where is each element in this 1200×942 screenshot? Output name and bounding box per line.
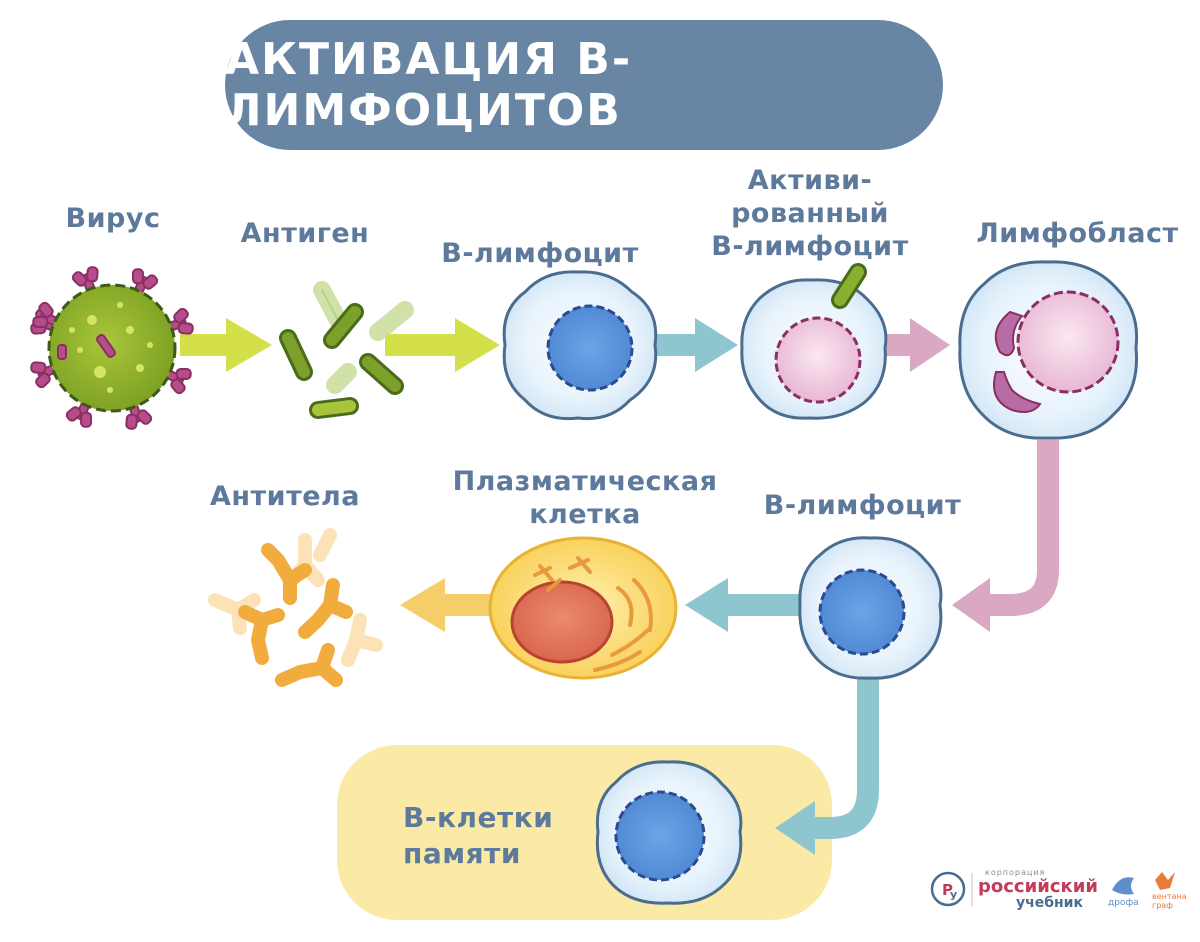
- b-lymphocyte-cell-2: [798, 536, 943, 680]
- label-antibodies: Антитела: [209, 481, 361, 512]
- logo-drofa: дрофа: [1108, 898, 1139, 908]
- label-virus: Вирус: [65, 203, 161, 234]
- activated-b-lymphocyte-cell: [740, 263, 888, 420]
- arrow-antigen-to-lymphocyte: [385, 318, 500, 372]
- memory-cells-box: [337, 745, 832, 920]
- label-memory-cells: В-клетки памяти: [403, 800, 553, 872]
- arrow-activated-to-lymphoblast: [885, 318, 950, 372]
- publisher-logo: Р у: [930, 871, 973, 907]
- lymphoblast-cell: [958, 260, 1139, 440]
- arrow-lymphocyte-to-memory: [775, 672, 879, 855]
- antibodies-illustration: [208, 528, 383, 687]
- label-plasma-line1: Плазматическая: [452, 466, 718, 497]
- label-plasma-line2: клетка: [529, 499, 641, 530]
- label-activated-line3: В-лимфоцит: [711, 231, 909, 262]
- diagram-title: АКТИВАЦИЯ В-ЛИМФОЦИТОВ: [225, 34, 633, 136]
- plasma-cell: [488, 536, 678, 680]
- label-activated-line2: рованный: [731, 198, 889, 229]
- logo-corp-name-1: российский: [978, 876, 1098, 897]
- svg-text:Р: Р: [942, 881, 953, 899]
- arrow-virus-to-antigen: [180, 318, 272, 372]
- label-b-lymphocyte-1: В-лимфоцит: [441, 238, 639, 269]
- label-antigen: Антиген: [240, 218, 370, 249]
- label-b-lymphocyte-2: В-лимфоцит: [763, 490, 962, 521]
- virus-illustration: [30, 266, 194, 430]
- ventana-logo-mark: [1155, 872, 1175, 890]
- drofa-logo-mark: [1112, 877, 1134, 895]
- logo-ventana-1: вентана: [1152, 892, 1187, 901]
- antigen-illustration: [279, 281, 414, 419]
- label-activated-line1: Активи-: [747, 165, 873, 196]
- arrow-lymphocyte-to-activated: [655, 318, 738, 372]
- label-memory-line2: памяти: [403, 837, 521, 870]
- logo-corp-small: корпорация: [985, 868, 1046, 877]
- arrow-lymphoblast-to-lymphocyte: [952, 440, 1059, 632]
- label-lymphoblast: Лимфобласт: [976, 218, 1179, 249]
- logo-ventana-2: граф: [1152, 901, 1174, 910]
- svg-text:у: у: [950, 888, 957, 901]
- label-memory-line1: В-клетки: [403, 801, 554, 834]
- arrow-lymphocyte-to-plasma: [685, 578, 800, 632]
- b-lymphocyte-cell-1: [502, 270, 658, 421]
- logo-corp-name-2: учебник: [1016, 895, 1083, 911]
- arrow-plasma-to-antibodies: [400, 578, 490, 632]
- title-banner: АКТИВАЦИЯ В-ЛИМФОЦИТОВ: [225, 20, 943, 150]
- memory-b-cell: [595, 760, 743, 905]
